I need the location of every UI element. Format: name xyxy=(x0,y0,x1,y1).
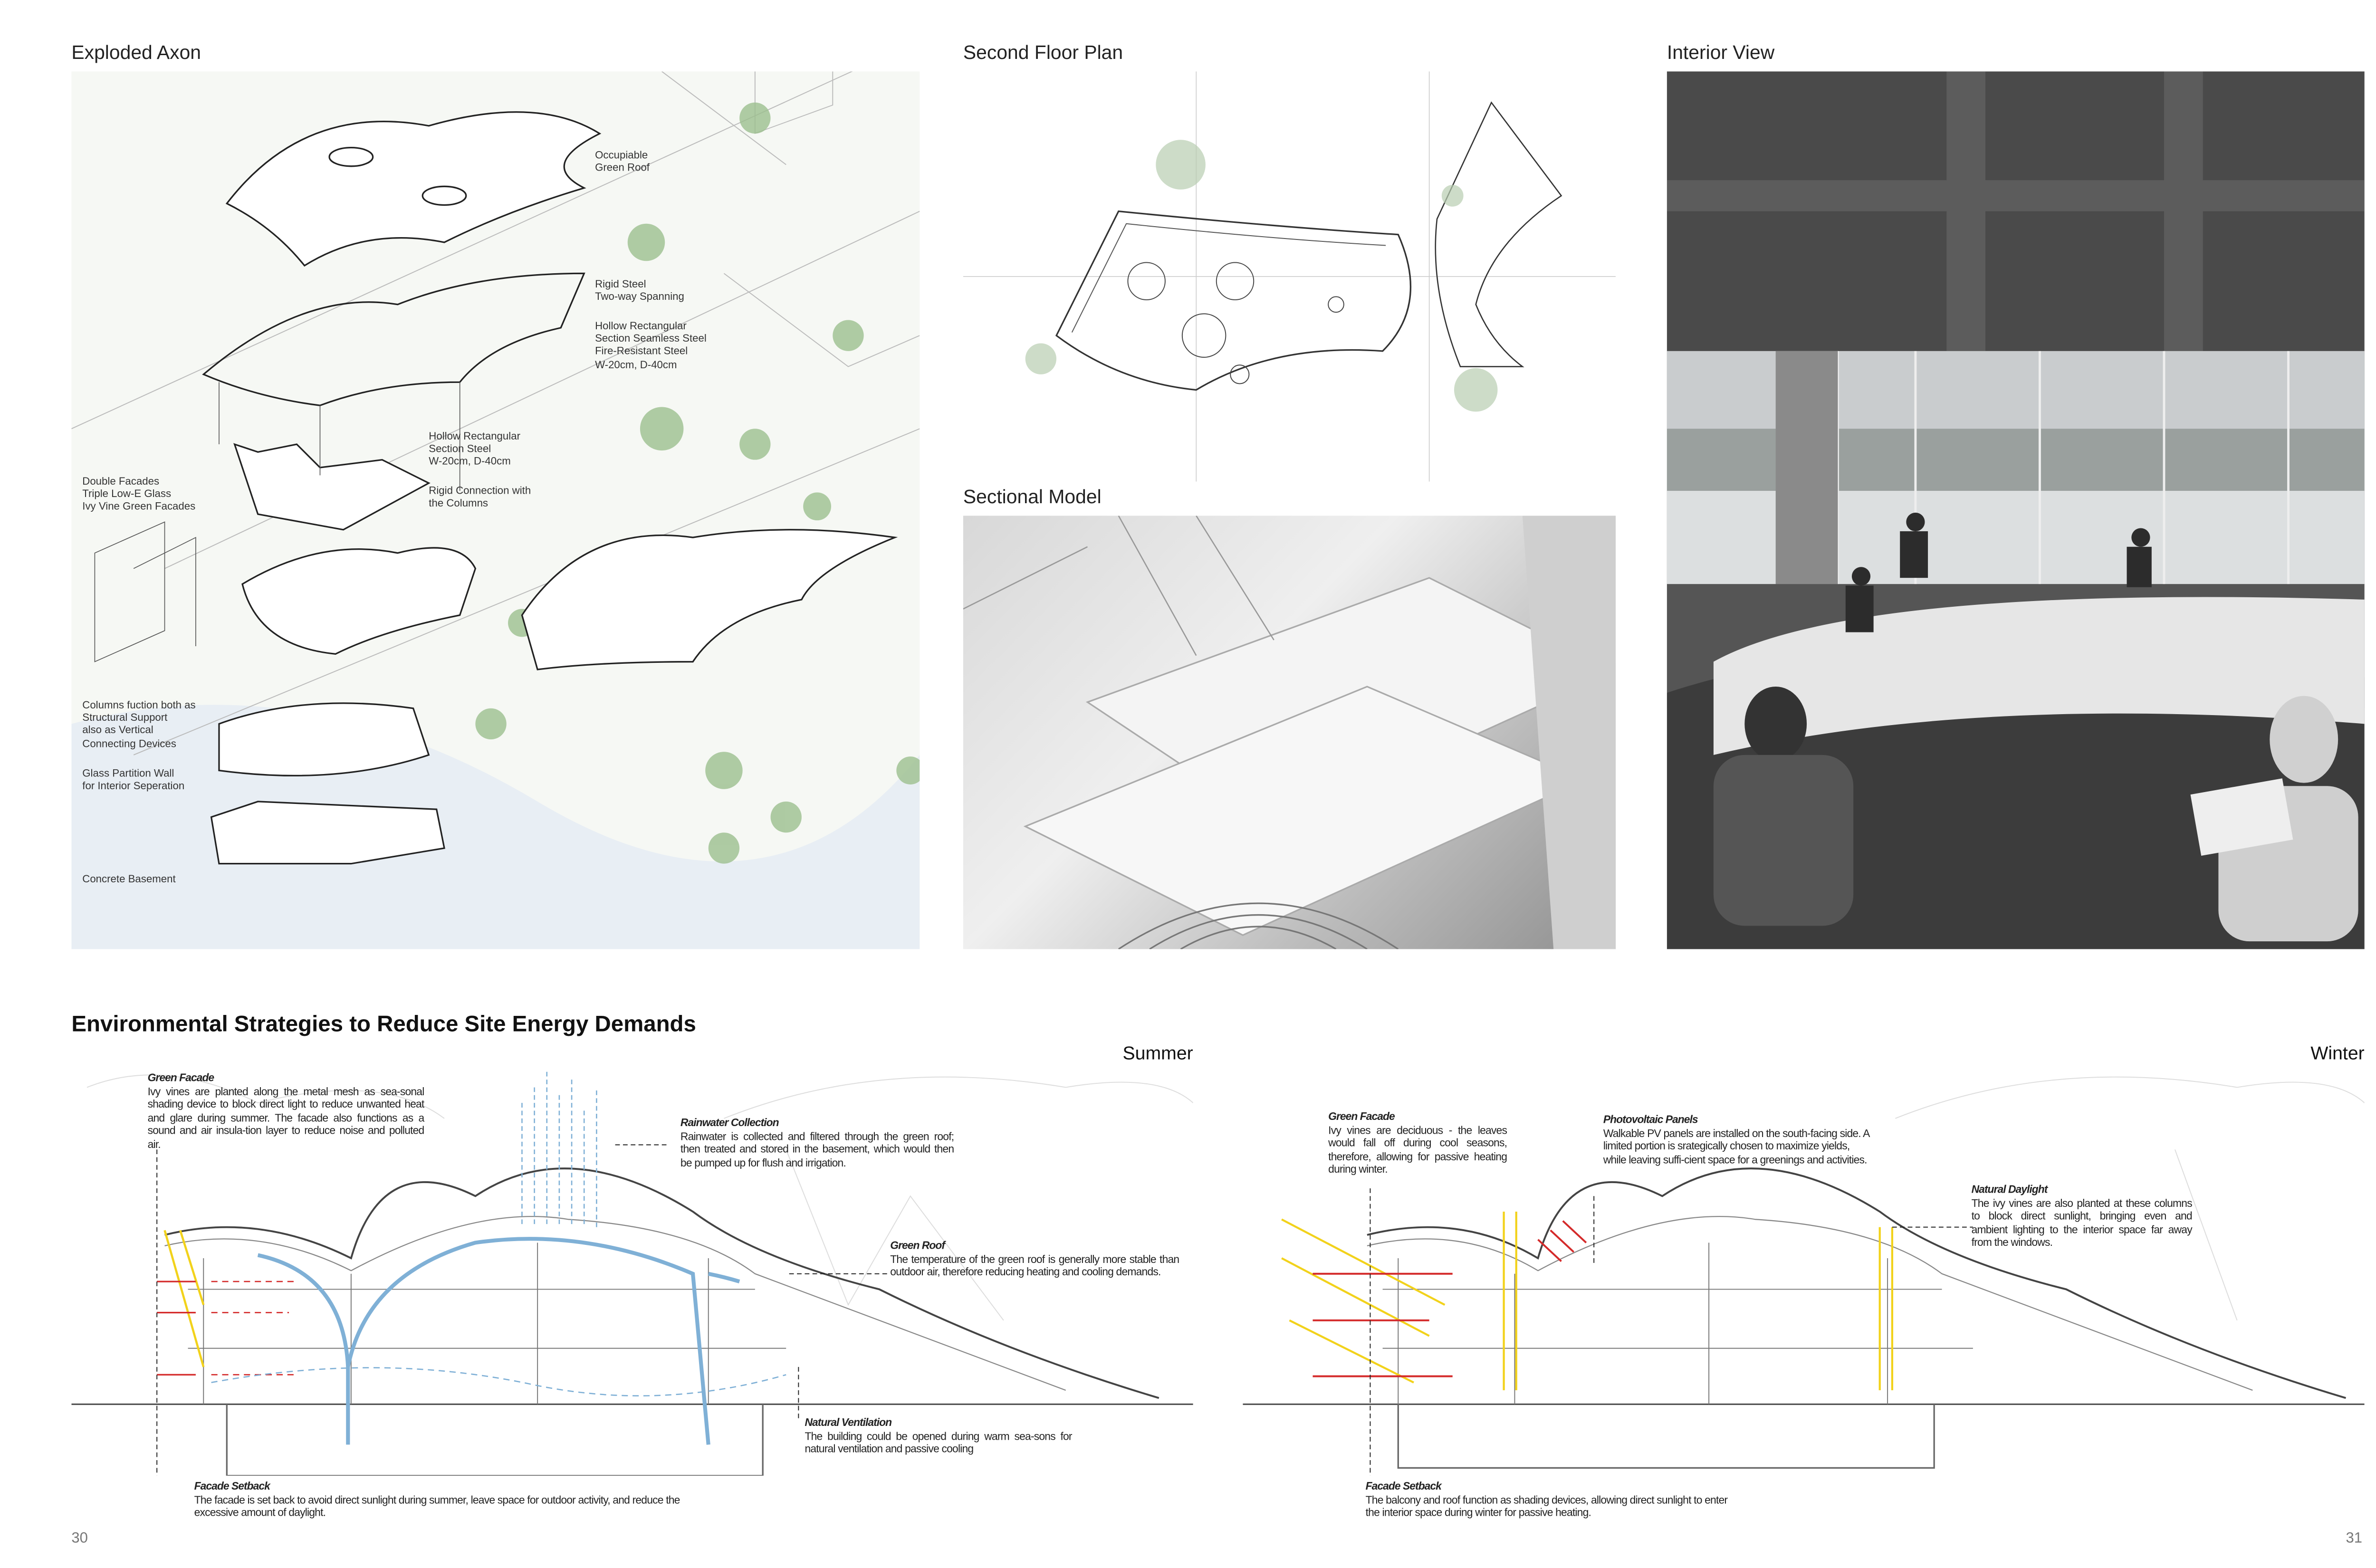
model-title: Sectional Model xyxy=(963,486,1102,508)
label-glass-partition: Glass Partition Wall for Interior Sepera… xyxy=(82,769,185,793)
interior-view-photo xyxy=(1667,71,2365,949)
label-double-facades: Double Facades Triple Low-E Glass Ivy Vi… xyxy=(82,477,196,514)
second-floor-plan-drawing xyxy=(963,71,1616,482)
sectional-model-photo xyxy=(963,516,1616,949)
page-number-right: 31 xyxy=(2346,1530,2363,1548)
label-concrete-basement: Concrete Basement xyxy=(82,874,176,886)
interior-title: Interior View xyxy=(1667,42,1775,64)
winter-label: Winter xyxy=(2310,1042,2365,1064)
winter-section-drawing xyxy=(1243,1056,2365,1476)
exploded-axon-drawing xyxy=(71,71,920,949)
label-green-roof: Occupiable Green Roof xyxy=(595,151,650,174)
summer-label: Summer xyxy=(1122,1042,1193,1064)
section-heading: Environmental Strategies to Reduce Site … xyxy=(71,1013,696,1038)
summer-section-drawing xyxy=(71,1056,1193,1476)
label-hollow-seamless-steel: Hollow Rectangular Section Seamless Stee… xyxy=(595,321,707,371)
label-rigid-connection: Rigid Connection with the Columns xyxy=(429,486,531,510)
label-hollow-section-steel: Hollow Rectangular Section Steel W-20cm,… xyxy=(429,431,520,468)
label-rigid-steel: Rigid Steel Two-way Spanning xyxy=(595,279,684,304)
label-columns: Columns fuction both as Structural Suppo… xyxy=(82,700,196,750)
plan-title: Second Floor Plan xyxy=(963,42,1123,64)
page-number-left: 30 xyxy=(71,1530,88,1548)
axon-title: Exploded Axon xyxy=(71,42,201,64)
